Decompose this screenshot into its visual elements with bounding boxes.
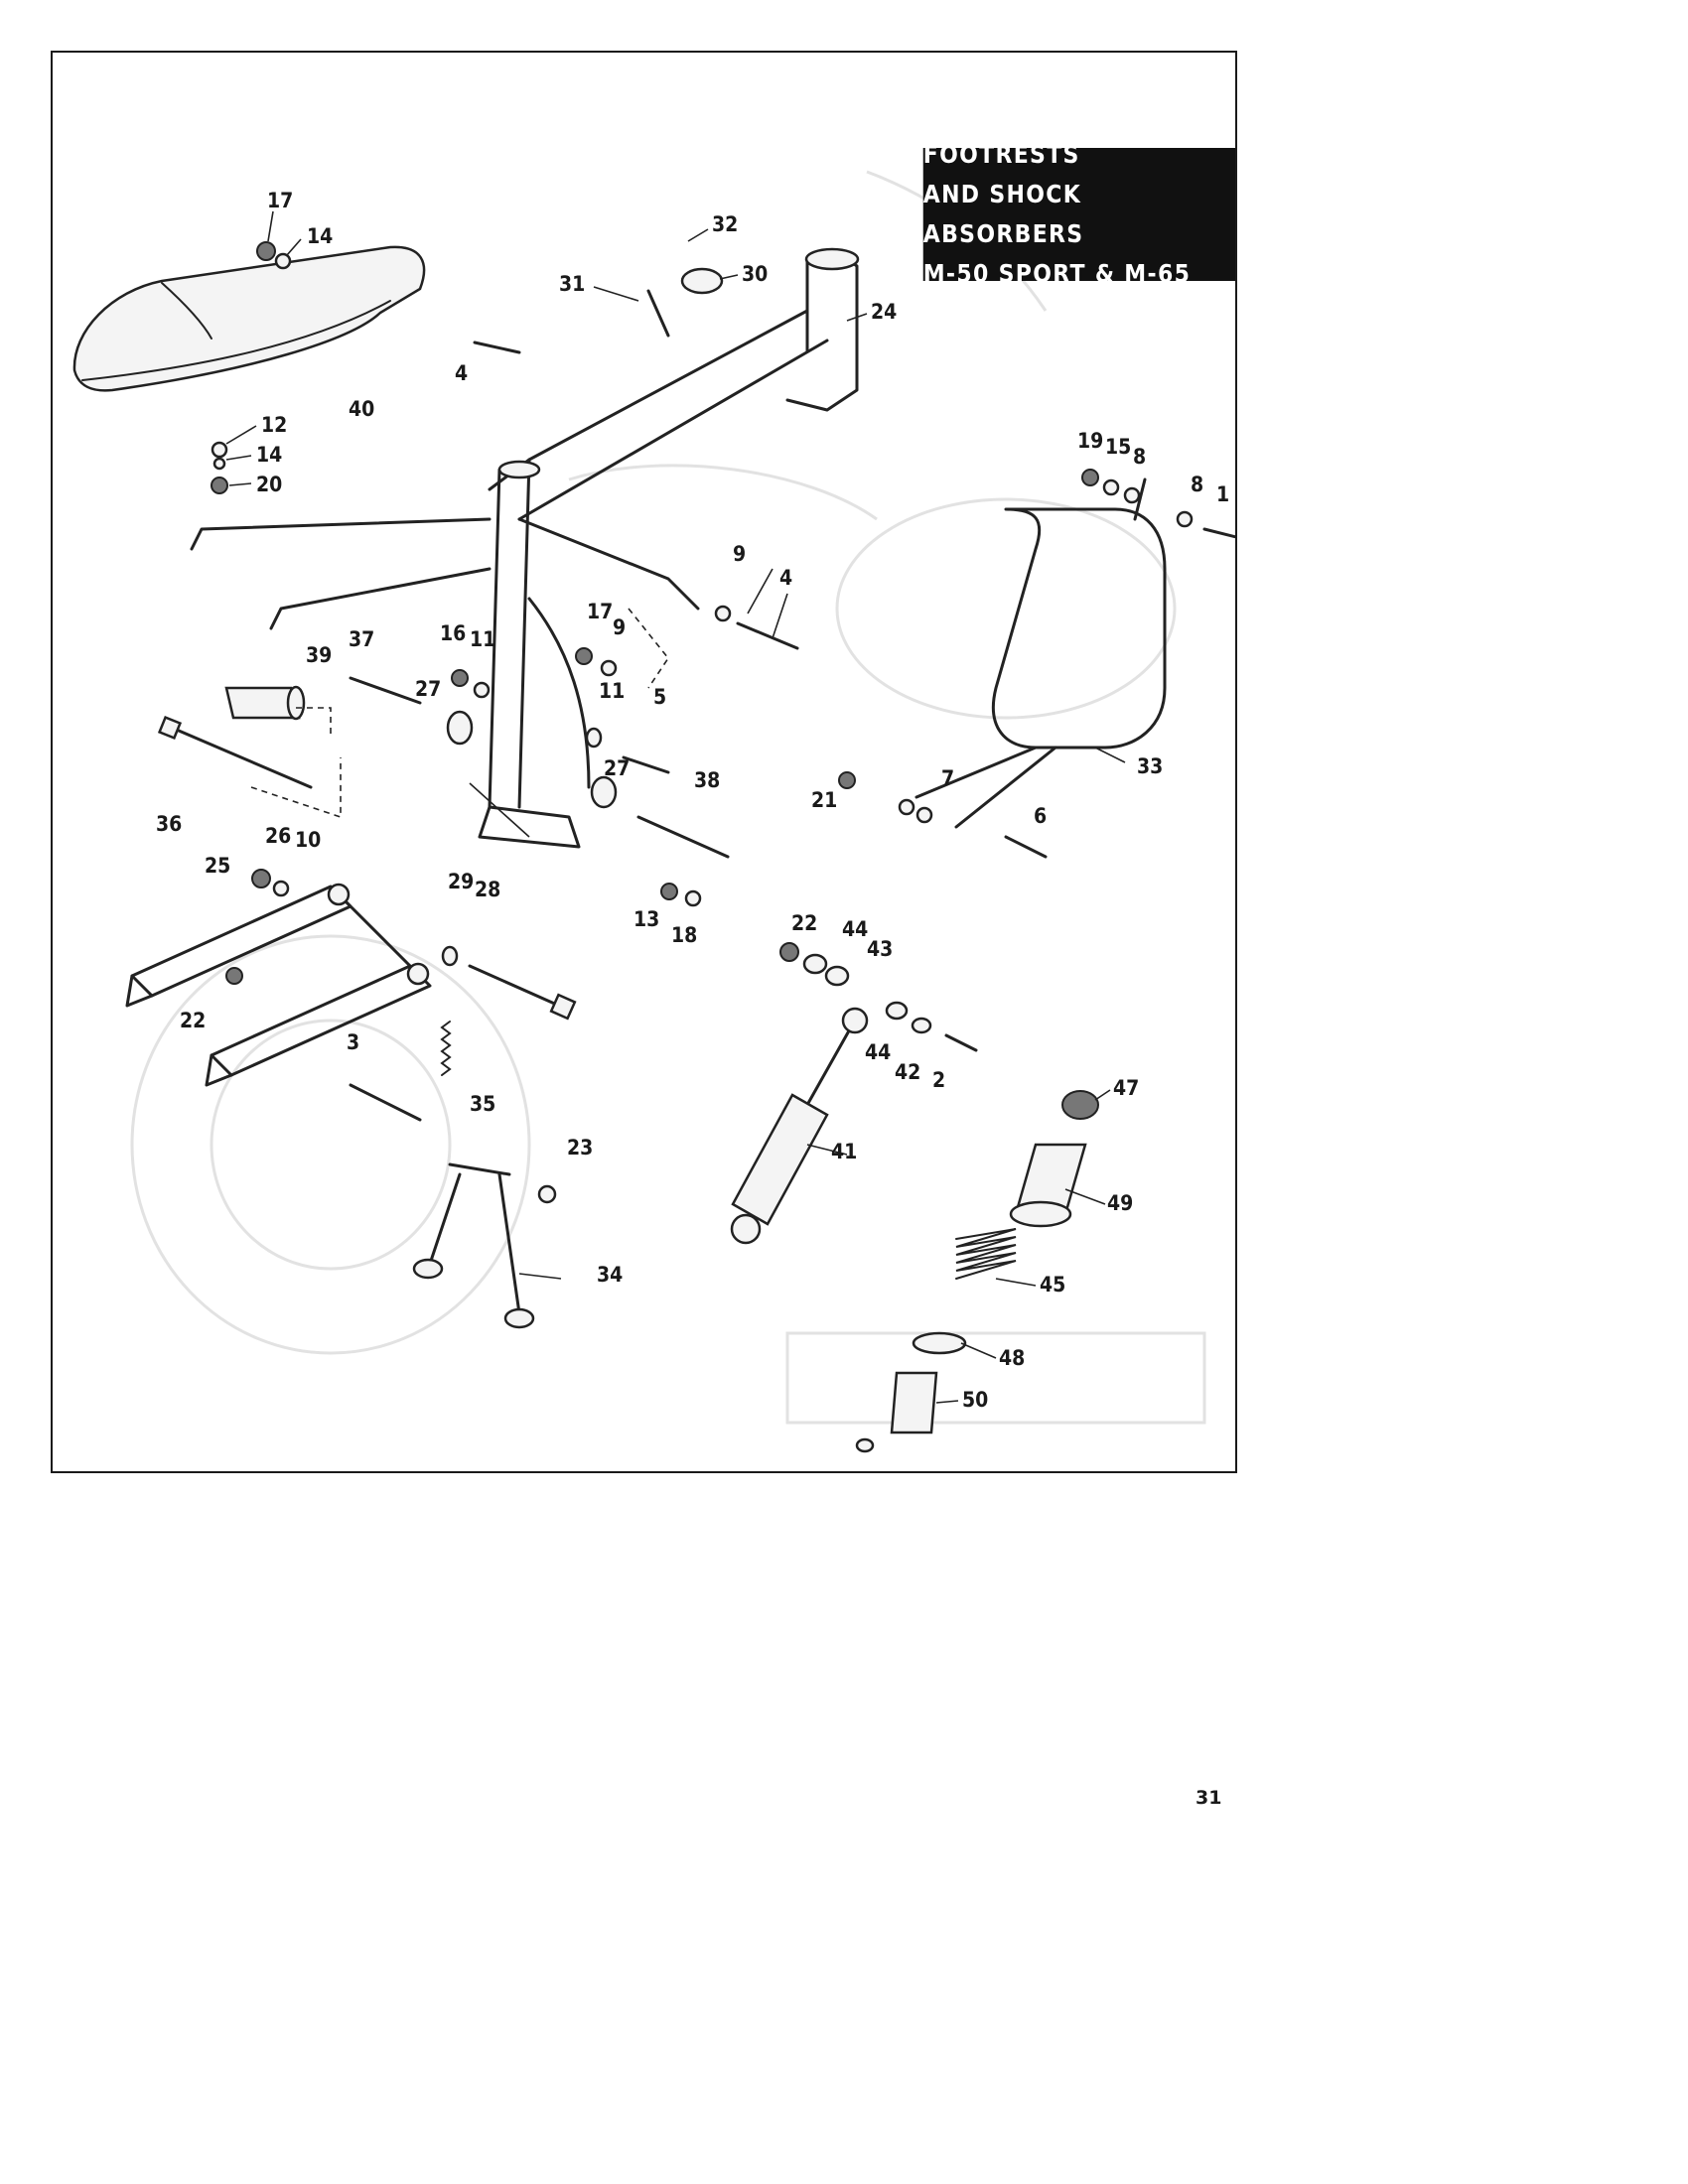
callout-11: 11	[599, 679, 625, 703]
callout-47: 47	[1113, 1076, 1139, 1100]
diagram-frame: 17 14 12 14 20 40 4 32 31 30 24 19 15 8 …	[51, 51, 1237, 1473]
callout-18: 18	[671, 923, 697, 947]
callout-15: 15	[1105, 435, 1131, 459]
callout-34: 34	[597, 1263, 623, 1287]
callout-33: 33	[1137, 754, 1163, 778]
callout-4: 4	[455, 361, 468, 385]
callout-25: 25	[205, 854, 230, 878]
callout-38: 38	[694, 768, 720, 792]
callout-42: 42	[895, 1060, 920, 1084]
callout-19: 19	[1077, 429, 1103, 453]
hardware-items	[211, 241, 1235, 1204]
ghost-background-art	[130, 170, 1206, 1425]
footrest-grip	[224, 685, 306, 721]
callout-17: 17	[267, 189, 293, 212]
exploded-parts-diagram: 17 14 12 14 20 40 4 32 31 30 24 19 15 8 …	[72, 170, 1235, 1471]
callout-14: 14	[307, 224, 333, 248]
callout-numbers: 17 14 12 14 20 40 4 32 31 30 24 19 15 8 …	[156, 189, 1229, 1471]
shock-absorber	[730, 1007, 869, 1245]
swing-arm	[125, 883, 432, 1087]
callout-8: 8	[1191, 473, 1203, 496]
long-bolt-36	[157, 715, 313, 789]
callout-23: 23	[567, 1136, 593, 1160]
callout-44: 44	[842, 917, 868, 941]
callout-9: 9	[733, 542, 746, 566]
footrest-bar	[914, 478, 1167, 829]
callout-40: 40	[349, 397, 374, 421]
callout-31: 31	[559, 272, 585, 296]
callout-21: 21	[811, 788, 837, 812]
callout-27: 27	[415, 677, 441, 701]
title-panel: SEAT, FRAME, FOOTRESTS AND SHOCK ABSORBE…	[922, 100, 1235, 328]
seat	[72, 245, 426, 392]
callout-17: 17	[587, 600, 613, 623]
bolt-28	[441, 945, 577, 1021]
callout-49: 49	[1107, 1191, 1133, 1215]
callout-30: 30	[742, 262, 768, 286]
center-stand	[349, 1021, 535, 1329]
callout-44: 44	[865, 1040, 891, 1064]
callout-9: 9	[613, 615, 626, 639]
callout-28: 28	[475, 878, 500, 901]
callout-3: 3	[347, 1030, 359, 1054]
title-line-1: SEAT, FRAME, FOOTRESTS	[922, 100, 1106, 169]
callout-16: 16	[440, 621, 466, 645]
title-line-2: AND SHOCK ABSORBERS	[922, 180, 1084, 248]
callout-24: 24	[871, 300, 897, 324]
frame	[190, 247, 860, 849]
callout-7: 7	[941, 766, 954, 790]
callout-41: 41	[831, 1140, 857, 1163]
callout-22: 22	[180, 1009, 206, 1032]
callout-11: 11	[470, 627, 495, 651]
callout-39: 39	[306, 643, 332, 667]
callout-29: 29	[448, 870, 474, 893]
callout-4: 4	[779, 566, 792, 590]
callout-27: 27	[604, 756, 630, 780]
callout-20: 20	[256, 473, 282, 496]
callout-48: 48	[999, 1346, 1025, 1370]
callout-8: 8	[1133, 445, 1146, 469]
callout-14: 14	[256, 443, 282, 467]
callout-45: 45	[1040, 1273, 1065, 1297]
callout-6: 6	[1034, 804, 1047, 828]
callout-22: 22	[791, 911, 817, 935]
callout-32: 32	[712, 212, 738, 236]
leader-lines	[225, 210, 1126, 1404]
title-line-3: M-50 SPORT & M-65 SPORT	[922, 259, 1192, 328]
callout-1: 1	[1216, 482, 1229, 506]
callout-37: 37	[349, 627, 374, 651]
callout-2: 2	[932, 1068, 945, 1092]
callout-46: 46	[851, 1469, 877, 1471]
callout-13: 13	[633, 907, 659, 931]
callout-43: 43	[867, 937, 893, 961]
callout-50: 50	[962, 1388, 988, 1412]
callout-12: 12	[261, 413, 287, 437]
page-number: 31	[1196, 1787, 1222, 1809]
callout-5: 5	[653, 685, 666, 709]
callout-10: 10	[295, 828, 321, 852]
spring-assembly	[855, 1090, 1099, 1453]
alignment-lines	[250, 608, 669, 819]
callout-36: 36	[156, 812, 182, 836]
callout-35: 35	[470, 1092, 495, 1116]
callout-26: 26	[265, 824, 291, 848]
